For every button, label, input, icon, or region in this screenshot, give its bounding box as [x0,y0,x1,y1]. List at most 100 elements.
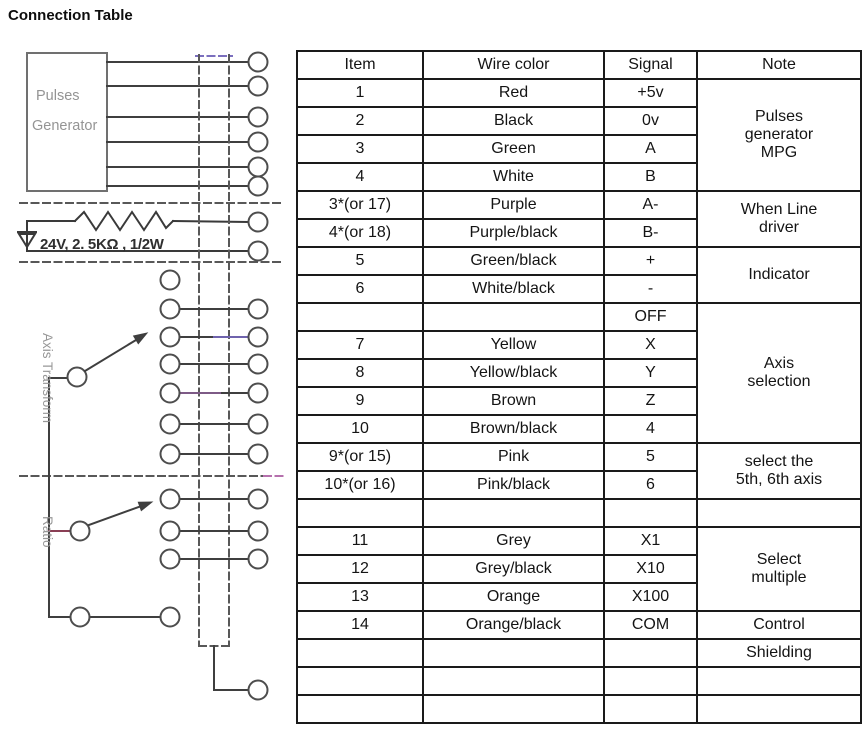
table-row [296,694,862,724]
wire-color-cell: Orange [422,582,605,612]
item-cell: 14 [296,610,424,640]
header-row: Item Wire color Signal Note [296,50,862,80]
table-row: 8 Yellow/black Y [296,358,861,388]
signal-cell: B [603,162,698,192]
table-row: 12 Grey/black X10 [296,554,861,584]
diode-symbol [17,231,37,249]
table-row: 3*(or 17) Purple A- When Line driver [296,190,862,248]
wire-color-cell: Purple/black [422,218,605,248]
note-cell: Select multiple [696,526,862,612]
table-row: 9 Brown Z [296,386,861,416]
signal-cell: OFF [603,302,698,332]
item-cell: 4 [296,162,424,192]
connection-table: Item Wire color Signal Note 1 Red +5v Pu… [296,50,862,724]
axis-selector-switch [66,332,149,388]
signal-cell: Z [603,386,698,416]
item-cell: 3*(or 17) [296,190,424,220]
wire-color-cell [422,498,605,528]
item-cell: 1 [296,78,424,108]
page-title: Connection Table [8,7,133,24]
table-row: 11 Grey X1 Select multiple [296,526,862,612]
generator-terminal-circles [247,51,269,197]
cable-bundle-dashed-lines [195,54,233,647]
axis-transform-label: Axis Transform [40,333,55,423]
ratio-contact-wires [89,498,249,618]
wiring-diagram: Pulses Generator [17,51,284,701]
wire-color-cell: Yellow/black [422,358,605,388]
wire-color-cell [422,638,605,668]
note-cell: When Line driver [696,190,862,248]
item-cell: 10 [296,414,424,444]
signal-cell: A- [603,190,698,220]
signal-cell: A [603,134,698,164]
item-cell: 9 [296,386,424,416]
item-cell: 2 [296,106,424,136]
item-cell: 10*(or 16) [296,470,424,500]
generator-label-line2: Generator [32,118,97,134]
table-row: 3 Green A [296,134,861,164]
item-cell: 11 [296,526,424,556]
table-row: 4*(or 18) Purple/black B- [296,218,861,248]
axis-contact-wires [179,308,249,455]
signal-cell: +5v [603,78,698,108]
note-cell [696,666,862,696]
signal-cell [603,666,698,696]
wire-color-cell: Red [422,78,605,108]
signal-cell [603,694,698,724]
signal-cell: + [603,246,698,276]
table-row: 2 Black 0v [296,106,861,136]
signal-cell [603,498,698,528]
signal-cell: 4 [603,414,698,444]
note-cell: select the 5th, 6th axis [696,442,862,500]
table-row: 10*(or 16) Pink/black 6 [296,470,861,500]
item-cell: 7 [296,330,424,360]
table-row [296,666,862,696]
wire-color-cell: Pink/black [422,470,605,500]
section-divider-dashed-lines [19,202,284,477]
col-header-wire-color: Wire color [422,50,605,80]
item-cell: 13 [296,582,424,612]
signal-cell: COM [603,610,698,640]
signal-cell: X [603,330,698,360]
signal-cell: 6 [603,470,698,500]
wire-color-cell: Orange/black [422,610,605,640]
note-cell [696,498,862,528]
ratio-contact-circles [69,488,269,628]
ratio-section: Ratio [40,488,269,628]
signal-cell: B- [603,218,698,248]
table-row: 6 White/black - [296,274,861,304]
item-cell [296,302,424,332]
wire-color-cell: Brown/black [422,414,605,444]
wire-color-cell: Grey [422,526,605,556]
wire-color-cell: Grey/black [422,554,605,584]
off-terminal-circle [159,269,181,291]
note-cell: Control [696,610,862,640]
table-row: 9*(or 15) Pink 5 select the 5th, 6th axi… [296,442,862,500]
col-header-note: Note [696,50,862,80]
ratio-label: Ratio [40,516,55,548]
switch-bus-line [48,377,71,618]
table-row: Shielding [296,638,862,668]
item-cell [296,694,424,724]
axis-transform-section: Axis Transform [40,269,269,465]
shield-terminal [213,645,269,701]
item-cell: 6 [296,274,424,304]
wire-color-cell: Green/black [422,246,605,276]
note-cell: Axis selection [696,302,862,444]
signal-cell: X10 [603,554,698,584]
item-cell: 3 [296,134,424,164]
pulses-generator-box: Pulses Generator [26,52,108,192]
item-cell: 9*(or 15) [296,442,424,472]
wire-color-cell: Black [422,106,605,136]
wire-color-cell: Purple [422,190,605,220]
item-cell: 12 [296,554,424,584]
signal-cell [603,638,698,668]
wire-color-cell: White/black [422,274,605,304]
table-row: OFF Axis selection [296,302,862,444]
generator-label-line1: Pulses [36,88,80,104]
table-row: 7 Yellow X [296,330,861,360]
item-cell [296,498,424,528]
resistor-zigzag [73,210,175,232]
signal-cell: - [603,274,698,304]
